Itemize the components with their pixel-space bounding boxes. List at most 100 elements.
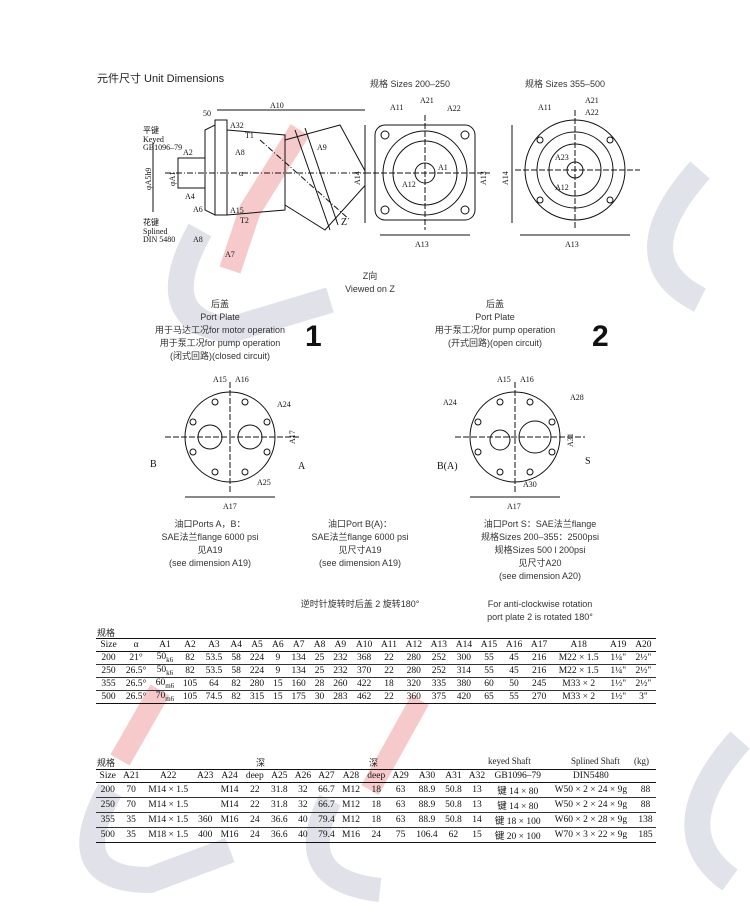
table-cell: 250 [100, 800, 115, 810]
table-cell: W50 × 2 × 24 × 9g [554, 800, 628, 810]
table-cell: 70m6 [155, 691, 175, 703]
table-cell: 74.5 [205, 692, 223, 702]
table-cell: 36.6 [270, 815, 288, 825]
table-cell: M22 × 1.5 [558, 653, 599, 663]
table-cell: 260 [333, 679, 348, 689]
port-plate-2-number: 2 [592, 320, 609, 353]
label-a1: φA1 [168, 172, 177, 186]
flange-view-355-500: A11 A21 A22 A14 A13 A23 A12 [501, 96, 640, 249]
table-cell: M33 × 2 [562, 679, 596, 689]
column-header: A11 [380, 640, 397, 650]
table-cell: 70 [126, 785, 136, 795]
table-cell: 22 [250, 800, 260, 810]
column-header: A31 [445, 771, 462, 781]
table-cell: 53.5 [205, 666, 223, 676]
label-a6: A6 [193, 205, 203, 214]
label-a31: A31 [566, 433, 575, 447]
table-cell: 400 [198, 830, 213, 840]
table-cell: 50k6 [156, 652, 174, 664]
label-a1: A1 [438, 163, 448, 172]
table-cell: 216 [531, 666, 547, 676]
table-cell: 280 [406, 653, 421, 663]
table-cell: 106.4 [416, 830, 438, 840]
column-header: A7 [292, 640, 305, 650]
label-a16: A16 [235, 375, 249, 384]
table-cell: 63 [395, 785, 406, 795]
table-cell: 368 [356, 653, 372, 663]
table-cell: 82 [231, 692, 241, 702]
table-cell: 250 [101, 666, 116, 676]
table-cell: 185 [638, 830, 653, 840]
table-cell: 252 [431, 666, 446, 676]
label-keyed: Keyed [143, 135, 164, 144]
table-cell: 245 [531, 679, 547, 689]
table-cell: 500 [100, 830, 115, 840]
table-cell: M14 [220, 800, 239, 810]
table-cell: 105 [182, 679, 198, 689]
table-cell: 320 [406, 679, 421, 689]
sizes-355-500-label: 规格 Sizes 355–500 [524, 79, 606, 89]
column-header: A2 [184, 640, 196, 650]
deep-cn-2: 深 [369, 758, 379, 768]
label-a23: A23 [555, 153, 569, 162]
table-cell: 26.5° [125, 679, 147, 689]
column-header: A9 [334, 640, 347, 650]
deep-cn-1: 深 [256, 758, 266, 768]
label-a13: A13 [565, 240, 579, 249]
table-cell: 280 [249, 679, 265, 689]
table-cell: 31.8 [270, 785, 288, 795]
table-cell: 35 [126, 815, 136, 825]
label-alpha: α [239, 169, 244, 178]
table-cell: 79.4 [318, 815, 335, 825]
table-cell: 66.7 [318, 800, 335, 810]
table-cell: 58 [231, 666, 241, 676]
column-header: A12 [405, 640, 422, 650]
table-cell: 375 [431, 692, 446, 702]
label-a15: A15 [230, 206, 244, 215]
table-cell: M12 [342, 800, 360, 810]
column-header: A23 [197, 771, 214, 781]
table-cell: M18 × 1.5 [148, 830, 189, 840]
column-header: Size [99, 771, 116, 781]
table-cell: 462 [356, 692, 372, 702]
sizes-200-250-label: 规格 Sizes 200–250 [369, 79, 451, 89]
table-cell: 88.9 [418, 800, 436, 810]
table-cell: 15 [472, 830, 482, 840]
port-plate-2-drawing: A15 A16 A24 A28 A31 B(A) S A30 A17 [437, 375, 591, 511]
table-cell: M12 [342, 815, 360, 825]
page-title: 元件尺寸 Unit Dimensions [97, 73, 225, 85]
table-cell: 82 [231, 679, 241, 689]
table-cell: 134 [291, 666, 306, 676]
label-a22: A22 [447, 104, 461, 113]
table-cell: 18 [371, 815, 382, 825]
flange-view-200-250: A11 A21 A22 A14 A13 A13 A12 A1 [353, 96, 490, 249]
table-cell: 50.8 [445, 785, 462, 795]
label-keyed-cn: 平键 [143, 125, 159, 135]
column-header [635, 770, 656, 783]
column-header: A13 [430, 640, 448, 650]
table-cell: 25 [314, 666, 325, 676]
column-header: A19 [610, 640, 627, 650]
column-header: deep [367, 771, 386, 781]
table-cell: 45 [509, 666, 519, 676]
table-cell: 键 14 × 80 [497, 802, 539, 812]
table-cell: 24 [250, 830, 260, 840]
table-cell: 160 [291, 679, 306, 689]
table-cell [193, 798, 216, 813]
table-cell: 14 [472, 815, 482, 825]
column-header: A8 [313, 640, 326, 650]
column-header: DIN5480 [572, 771, 609, 781]
table-cell: 315 [249, 692, 265, 702]
table-cell: 1¼" [610, 653, 627, 663]
label-a22: A22 [585, 108, 599, 117]
table-cell: 82 [185, 653, 195, 663]
table-cell: 50 [509, 679, 519, 689]
table-cell: 60 [484, 679, 494, 689]
table-cell: 40 [298, 815, 308, 825]
